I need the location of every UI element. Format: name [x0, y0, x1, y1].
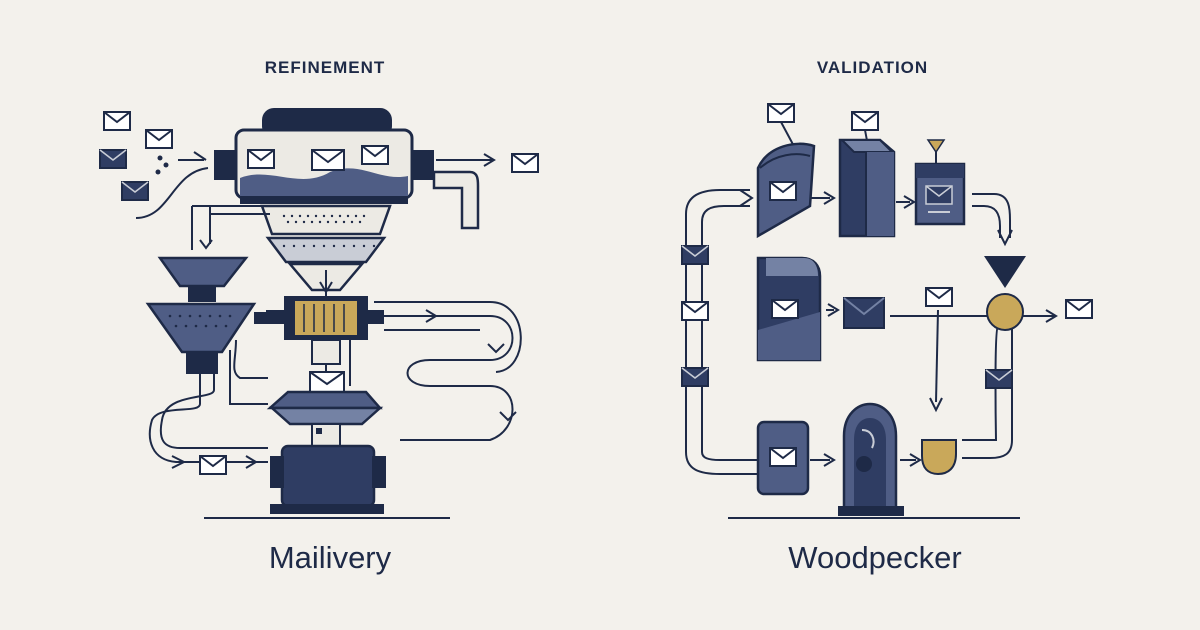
envelope-icon	[681, 245, 709, 265]
envelope-icon	[121, 181, 149, 201]
base-unit	[204, 444, 450, 519]
envelope-icon	[681, 301, 709, 321]
envelope-icon	[681, 367, 709, 387]
antenna-device	[914, 139, 966, 226]
gold-processor	[266, 270, 384, 365]
product-name: Mailivery	[268, 540, 392, 575]
validation-loop	[685, 189, 1058, 475]
product-name: Woodpecker	[788, 540, 962, 575]
envelope-icon	[511, 153, 539, 173]
panel-heading: VALIDATION	[816, 58, 929, 77]
refinement-diagram	[99, 108, 539, 519]
filter-stack	[260, 204, 392, 300]
validator-box	[838, 138, 896, 238]
scanner-unit	[756, 142, 816, 239]
refinement-panel: REFINEMENT	[99, 58, 539, 575]
incoming-envelopes	[99, 111, 209, 219]
envelope-icon	[851, 111, 879, 131]
routing-node	[984, 256, 1026, 331]
validation-diagram	[681, 103, 1093, 519]
envelope-icon	[99, 149, 127, 169]
envelope-icon	[199, 455, 227, 475]
press-machine	[266, 371, 384, 449]
sorting-machine	[214, 108, 434, 204]
output-top	[432, 153, 539, 230]
envelope-icon	[767, 103, 795, 123]
envelope-icon	[103, 111, 131, 131]
envelope-icon	[1065, 299, 1093, 319]
pipes	[148, 213, 522, 469]
funnel-icon	[145, 205, 282, 374]
envelope-icon	[985, 369, 1013, 389]
envelope-icon	[145, 129, 173, 149]
middle-stage	[756, 256, 953, 362]
bottom-stage	[728, 402, 1020, 519]
panel-heading: REFINEMENT	[264, 58, 386, 77]
validation-panel: VALIDATION	[600, 0, 1200, 630]
